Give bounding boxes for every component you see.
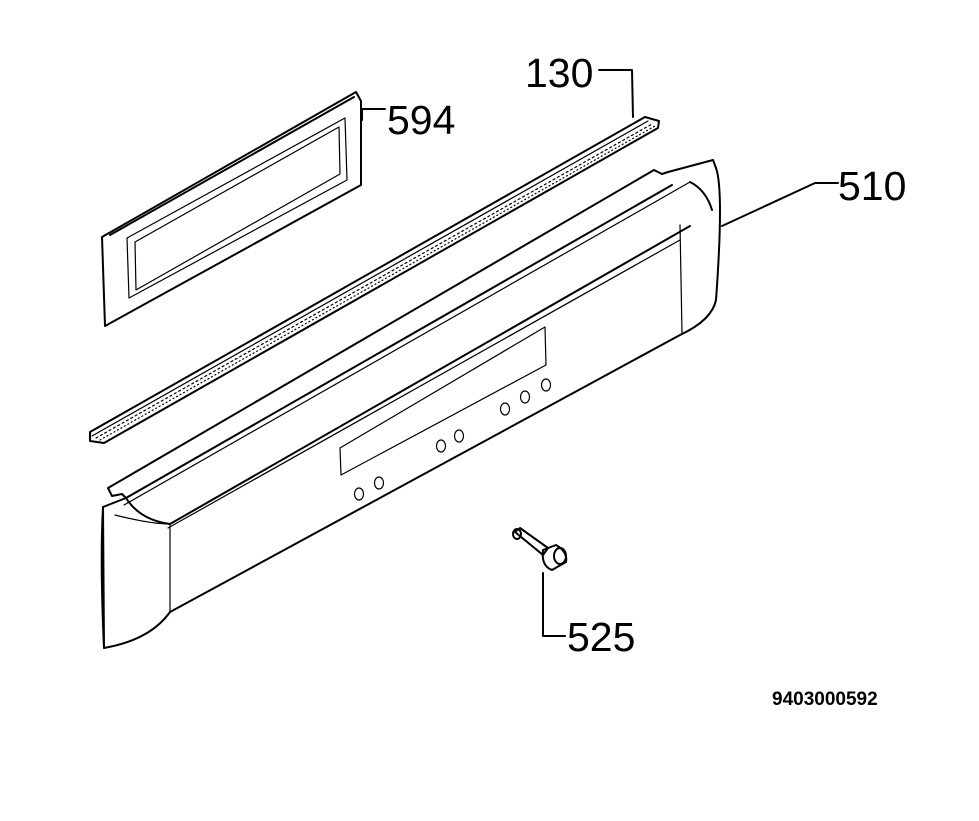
button-holes	[353, 378, 552, 501]
callout-594: 594	[387, 97, 455, 143]
display-window-part	[101, 91, 362, 327]
control-panel-part	[100, 159, 721, 649]
gasket-strip-part	[89, 116, 660, 444]
callout-525: 525	[567, 614, 635, 660]
callout-510: 510	[838, 163, 906, 209]
callout-130: 130	[525, 50, 593, 96]
document-number: 9403000592	[772, 689, 878, 710]
leader-lines	[361, 69, 839, 637]
push-button-part	[512, 527, 568, 571]
